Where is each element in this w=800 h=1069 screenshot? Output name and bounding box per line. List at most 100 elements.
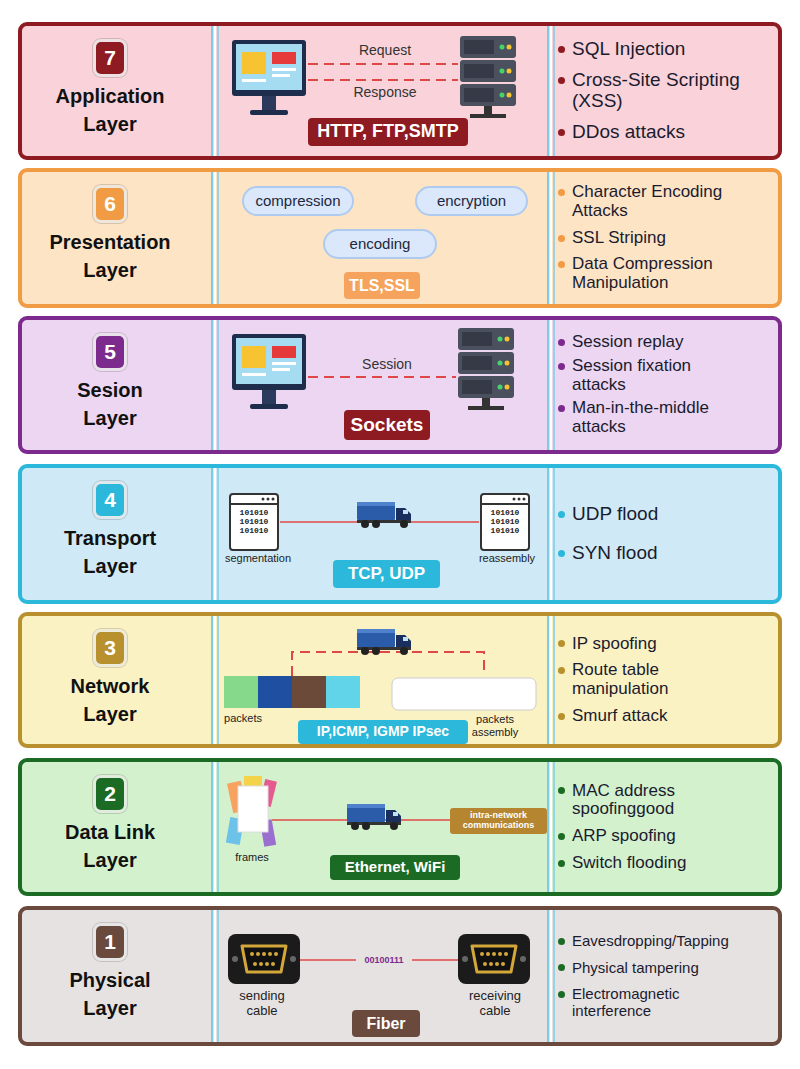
bullet-dot: [558, 405, 565, 412]
node-text: 2: [104, 782, 116, 805]
node-text: 4: [104, 488, 116, 511]
bullet-dot: [558, 261, 565, 268]
protocol-box: TLS,SSL: [344, 272, 420, 299]
protocol-box: IP,ICMP, IGMP IPsec: [298, 720, 468, 744]
attack-item: DDos attacks: [572, 122, 767, 143]
node-text: Fiber: [366, 1015, 405, 1033]
node-text: intra-network communications: [453, 811, 544, 831]
attack-item: Data Compression Manipulation: [572, 255, 767, 292]
attack-row: Character Encoding Attacks: [558, 183, 776, 220]
attack-list: Eavesdropping/TappingPhysical tamperingE…: [558, 910, 776, 1042]
layer-name: Physical Layer: [60, 966, 160, 1022]
layer-number-badge: 1: [96, 926, 124, 958]
attack-item: Switch flooding: [572, 854, 762, 873]
node-text: 6: [104, 192, 116, 215]
node-text: TLS,SSL: [349, 277, 415, 295]
bullet-dot: [558, 189, 565, 196]
node-text: Sockets: [351, 415, 424, 436]
node-text: encoding: [350, 236, 411, 253]
tag-box: intra-network communications: [450, 808, 547, 834]
node-text: 7: [104, 46, 116, 69]
protocol-box: TCP, UDP: [333, 560, 440, 588]
attack-row: Session fixation attacks: [558, 357, 776, 394]
node-text: 1: [104, 930, 116, 953]
attack-item: Character Encoding Attacks: [572, 183, 767, 220]
bullet-dot: [558, 640, 565, 647]
attack-row: DDos attacks: [558, 122, 776, 143]
attack-row: Route table manipulation: [558, 661, 776, 698]
node-text: HTTP, FTP,SMTP: [317, 122, 458, 142]
attack-list: SQL InjectionCross-Site Scripting (XSS) D…: [558, 26, 776, 156]
attack-item: UDP flood: [572, 504, 762, 525]
attack-item: SYN flood: [572, 543, 762, 564]
layer-band: Application LayerSQL InjectionCross-Site…: [18, 22, 782, 160]
layer-band: Sesion Layer Session replaySession fixati…: [18, 316, 782, 454]
attack-item: Man-in-the-middle attacks: [572, 399, 747, 436]
bullet-dot: [558, 787, 565, 794]
attack-row: Physical tampering: [558, 960, 776, 977]
attack-item: IP spoofing: [572, 635, 742, 654]
bullet-dot: [558, 363, 565, 370]
attack-item: Session replay: [572, 333, 747, 352]
function-bubble: encryption: [415, 186, 528, 216]
bullet-dot: [558, 46, 565, 53]
attack-row: SQL Injection: [558, 39, 776, 60]
bullet-dot: [558, 713, 565, 720]
node-text: encryption: [437, 193, 506, 210]
attack-item: Session fixation attacks: [572, 357, 747, 394]
protocol-box: Fiber: [352, 1010, 420, 1037]
node-text: 3: [104, 636, 116, 659]
attack-row: UDP flood: [558, 504, 776, 525]
protocol-box: Ethernet, WiFi: [330, 855, 460, 880]
attack-row: Cross-Site Scripting (XSS): [558, 70, 776, 112]
bullet-dot: [558, 667, 565, 674]
attack-row: ARP spoofing: [558, 827, 776, 846]
layer-name: Sesion Layer: [60, 376, 160, 432]
attack-item: ARP spoofing: [572, 827, 762, 846]
attack-item: Physical tampering: [572, 960, 757, 977]
attack-row: Eavesdropping/Tapping: [558, 933, 776, 950]
attack-item: SSL Striping: [572, 229, 767, 248]
layer-band: Data Link Layer MAC address spoofinggoodA…: [18, 758, 782, 896]
bullet-dot: [558, 129, 565, 136]
protocol-box: HTTP, FTP,SMTP: [308, 118, 468, 146]
attack-row: Electromagnetic interference: [558, 986, 776, 1019]
attack-row: MAC address spoofinggood: [558, 782, 776, 819]
protocol-box: Sockets: [344, 410, 430, 440]
attack-item: MAC address spoofinggood: [572, 782, 762, 819]
node-text: TCP, UDP: [348, 565, 425, 584]
attack-row: Switch flooding: [558, 854, 776, 873]
layer-band: Presentation LayerCharacter Encoding Att…: [18, 168, 782, 308]
attack-row: IP spoofing: [558, 635, 776, 654]
node-text: Ethernet, WiFi: [345, 859, 446, 876]
layer-number-badge: 2: [96, 778, 124, 810]
layer-band: Transport Layer UDP floodSYN flood 4TCP, U…: [18, 464, 782, 604]
bullet-dot: [558, 339, 565, 346]
attack-list: Character Encoding AttacksSSL StripingDa…: [558, 172, 776, 304]
function-bubble: encoding: [323, 229, 437, 259]
attack-item: SQL Injection: [572, 39, 767, 60]
layer-name: Network Layer: [55, 672, 165, 728]
layer-name: Transport Layer: [55, 524, 165, 580]
attack-row: Man-in-the-middle attacks: [558, 399, 776, 436]
bullet-dot: [558, 991, 565, 998]
bullet-dot: [558, 860, 565, 867]
attack-row: Smurf attack: [558, 707, 776, 726]
bullet-dot: [558, 964, 565, 971]
bullet-dot: [558, 235, 565, 242]
layer-number-badge: 3: [96, 632, 124, 664]
bullet-dot: [558, 938, 565, 945]
node-text: compression: [255, 193, 340, 210]
node-text: IP,ICMP, IGMP IPsec: [317, 724, 449, 739]
attack-item: Electromagnetic interference: [572, 986, 757, 1019]
layer-number-badge: 6: [96, 188, 124, 220]
attack-row: Data Compression Manipulation: [558, 255, 776, 292]
bullet-dot: [558, 511, 565, 518]
attack-list: MAC address spoofinggoodARP spoofingSwit…: [558, 762, 776, 892]
attack-item: Cross-Site Scripting (XSS): [572, 70, 767, 112]
attack-row: SYN flood: [558, 543, 776, 564]
layer-name: Data Link Layer: [50, 818, 170, 874]
attack-item: Route table manipulation: [572, 661, 742, 698]
attack-row: Session replay: [558, 333, 776, 352]
